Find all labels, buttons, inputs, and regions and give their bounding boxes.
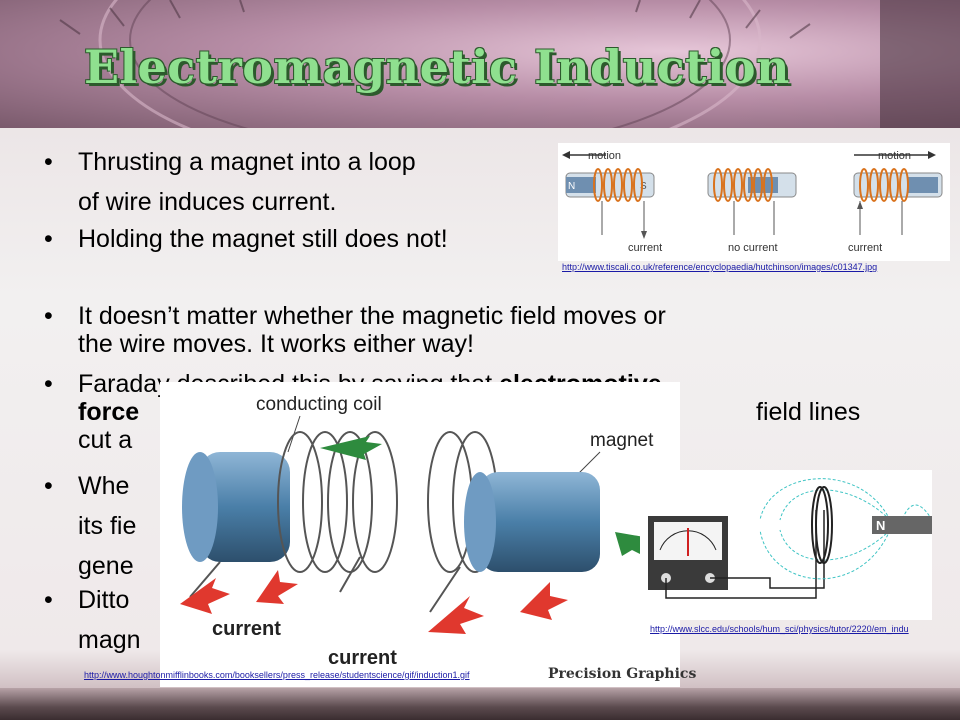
bullet-thrusting-magnet: • Thrusting a magnet into a loop of wire…: [44, 148, 416, 216]
footer-band: [0, 688, 960, 720]
bullet-text: field lines: [756, 398, 861, 426]
image-source-link[interactable]: http://www.slcc.edu/schools/hum_sci/phys…: [650, 624, 909, 634]
galvanometer: [648, 516, 728, 590]
bullet-text: Whe: [78, 472, 130, 500]
left-coil-magnet: [180, 431, 398, 614]
current-label: current: [328, 647, 397, 669]
pole-n-label: N: [876, 518, 885, 533]
current-label: current: [628, 242, 662, 254]
bullet-text: of wire induces current.: [78, 188, 337, 216]
bullet-text: Holding the magnet still does not!: [78, 225, 448, 253]
bullet-text: Ditto: [78, 586, 130, 614]
right-coil-magnet: [427, 431, 650, 634]
pole-n-label: N: [568, 181, 575, 192]
gauge-background-image: [59, 0, 960, 128]
pole-s-label: S: [640, 181, 647, 192]
magnet-coil-diagram-image: motion N S current: [558, 143, 950, 261]
bullet-text: cut a: [78, 426, 133, 454]
current-label: current: [212, 618, 281, 640]
bullet-text: Thrusting a magnet into a loop: [78, 148, 416, 176]
bullet-holding-still: • Holding the magnet still does not!: [44, 225, 448, 253]
bullet-text: its fie: [78, 512, 137, 540]
bullet-text: magn: [78, 626, 141, 654]
bullet-when: • Whe its fie gene: [44, 472, 137, 580]
bullet-ditto: • Ditto magn: [44, 586, 141, 654]
bullet-dot: •: [44, 586, 53, 614]
galvanometer-diagram-image: N: [640, 470, 933, 620]
no-current-label: no current: [728, 242, 778, 254]
header-band: [0, 0, 960, 128]
image-credit: Precision Graphics: [548, 666, 697, 682]
image-source-link[interactable]: http://www.tiscali.co.uk/reference/encyc…: [562, 262, 878, 272]
bullet-dot: •: [44, 472, 53, 500]
magnet-coil-right: motion current: [848, 150, 943, 254]
magnet-coil-middle: no current: [707, 168, 797, 254]
bullet-bold-text: force: [78, 398, 140, 426]
bullet-dot: •: [44, 302, 53, 330]
bullet-dot: •: [44, 225, 53, 253]
current-label: current: [848, 242, 882, 254]
bullet-text: gene: [78, 552, 134, 580]
induction-coil-diagram-image: conducting coil magnet: [160, 382, 680, 687]
bullet-dot: •: [44, 370, 53, 398]
bullet-either-way: • It doesn’t matter whether the magnetic…: [44, 302, 838, 358]
field-lines: [759, 478, 933, 580]
bullet-dot: •: [44, 148, 53, 176]
bullet-text: It doesn’t matter whether the magnetic f…: [78, 302, 666, 330]
slide-title: Electromagnetic Induction: [84, 40, 791, 94]
image-source-link[interactable]: http://www.houghtonmifflinbooks.com/book…: [84, 670, 470, 680]
bullet-text: the wire moves. It works either way!: [78, 330, 474, 358]
motion-label: motion: [588, 150, 621, 162]
magnet-coil-left: motion N S current: [562, 150, 662, 254]
motion-label: motion: [878, 150, 911, 162]
conducting-coil-label: conducting coil: [256, 394, 382, 415]
magnet-label: magnet: [590, 430, 654, 451]
